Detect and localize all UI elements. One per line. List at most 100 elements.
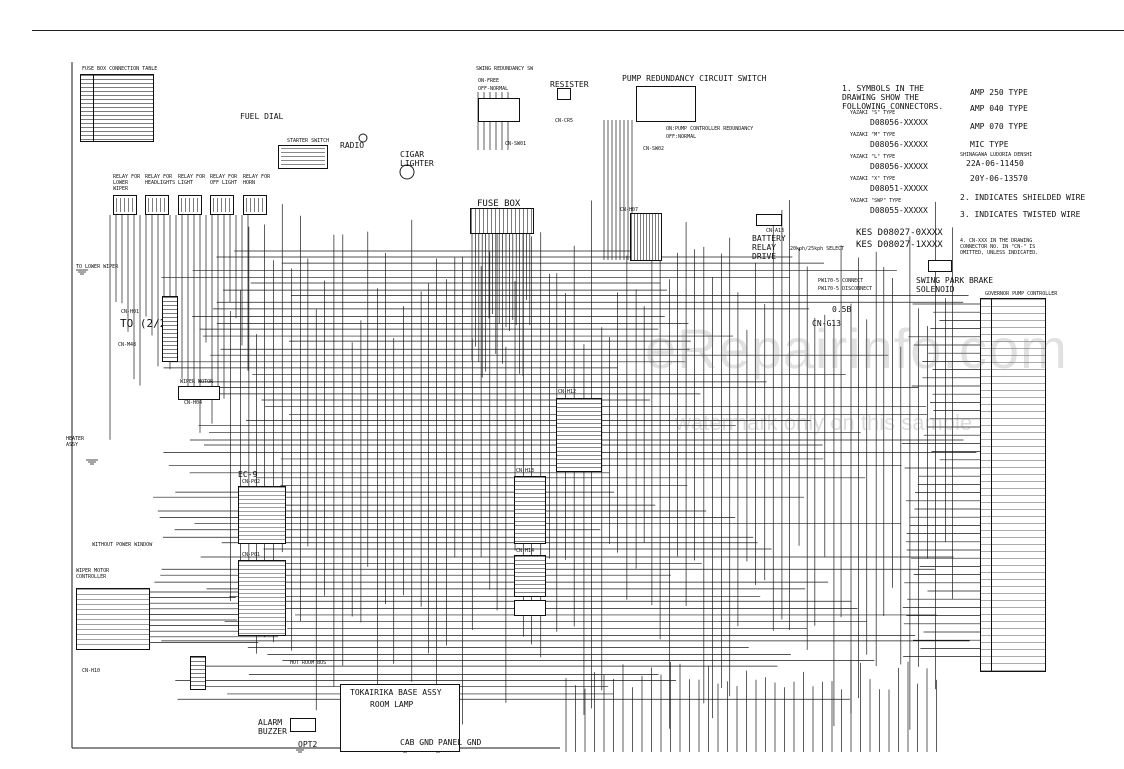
fuse-box-block <box>470 208 534 234</box>
starter-switch-label: STARTER SWITCH <box>287 138 330 144</box>
cab-gnd-label: CAB GND <box>400 738 434 747</box>
cn-h07-connector <box>630 213 662 261</box>
cn-h12-label: CN-H12 <box>558 389 577 395</box>
pump-redundancy-label: PUMP REDUNDANCY CIRCUIT SWITCH <box>622 74 767 83</box>
relay-block-3 <box>210 195 234 215</box>
cn-h04-label: CN-H04 <box>184 400 203 406</box>
wire-05b-label-1: 0.5B <box>832 305 852 314</box>
fuse-connection-table <box>80 74 154 142</box>
starter-switch-block <box>278 145 328 169</box>
pw-disconnect-label: PW170-5 DISCONNECT <box>818 286 873 292</box>
hot-room-bus-label: HOT ROOM BUS <box>290 660 327 666</box>
legend-type-maker-1: YAZAKI "M" TYPE <box>850 132 896 138</box>
cn-g13-label: CN-G13 <box>812 319 841 328</box>
cn-h14-label: CN-H14 <box>516 548 535 554</box>
on-free-label: ON-FREE <box>478 78 500 84</box>
on-pump-label: ON:PUMP CONTROLLER REDUNDANCY <box>666 126 754 132</box>
watermark-brand: eRepairinfo.com <box>645 317 1068 380</box>
watermark-note: watermark only on this sample <box>675 410 973 435</box>
relay-block-2 <box>178 195 202 215</box>
resister-block <box>557 88 571 100</box>
top-border-rule <box>32 30 1124 31</box>
cn-a13-label: CN-A13 <box>766 228 785 234</box>
legend-type-code-0: D08056-XXXXX <box>870 118 928 127</box>
legend-note2: 2. INDICATES SHIELDED WIRE <box>960 193 1086 202</box>
relay-label-2: RELAY FOR LIGHT <box>178 174 206 186</box>
off-normal2-label: OFF:NORMAL <box>666 134 697 140</box>
cn-h07-label: CN-H07 <box>620 207 639 213</box>
legend-amp250: AMP 250 TYPE <box>970 88 1028 97</box>
cigar-lighter-label: CIGAR LIGHTER <box>400 150 434 168</box>
cn-p01-connector <box>238 560 286 636</box>
legend-shinagawa-code: 22A-06-11450 <box>966 159 1024 168</box>
cn-h10-connector <box>190 656 206 690</box>
legend-note3: 3. INDICATES TWISTED WIRE <box>960 210 1081 219</box>
relay-block-0 <box>113 195 137 215</box>
relay-label-1: RELAY FOR HEADLIGHTS <box>145 174 176 186</box>
legend-shinagawa: SHINAGAWA LUDORIA DENSHI <box>960 152 1033 158</box>
legend-type-maker-4: YAZAKI "SWP" TYPE <box>850 198 902 204</box>
legend-type-maker-3: YAZAKI "X" TYPE <box>850 176 896 182</box>
fuse-table-title: FUSE BOX CONNECTION TABLE <box>82 66 158 72</box>
cn-m48-label: CN-M48 <box>118 342 137 348</box>
legend-kes2: KES D08027-1XXXX <box>856 240 943 250</box>
legend-type-code-4: D08055-XXXXX <box>870 206 928 215</box>
relay-block-1 <box>145 195 169 215</box>
wiper-controller-table <box>76 588 150 650</box>
alarm-buzzer-connector <box>290 718 316 732</box>
alarm-buzzer-label: ALARM BUZZER <box>258 718 287 736</box>
cn-h14-connector <box>514 555 546 597</box>
panel-gnd-label: PANEL GND <box>438 738 482 747</box>
relay-label-3: RELAY FOR OFF LIGHT <box>210 174 238 186</box>
fuse-box-label: FUSE BOX <box>477 199 521 209</box>
cn-h10-label: CN-H10 <box>82 668 101 674</box>
cn-cr5-label: CN-CR5 <box>555 118 574 124</box>
governor-pump-label: GOVERNOR PUMP CONTROLLER <box>985 291 1058 297</box>
legend-type-maker-0: YAZAKI "S" TYPE <box>850 110 896 116</box>
cn-h13-label: CN-H13 <box>516 468 535 474</box>
room-lamp-label: ROOM LAMP <box>370 700 414 709</box>
cn-h13-connector <box>514 476 546 544</box>
cn-p01-label: CN-P01 <box>242 552 261 558</box>
cn-p02-label: CN-P02 <box>242 479 261 485</box>
without-power-window-label: WITHOUT POWER WINDOW <box>92 542 153 548</box>
off-normal-label: OFF-NORMAL <box>478 86 509 92</box>
pw-connect-label: PW170-5 CONNECT <box>818 278 864 284</box>
pump-redundancy-switch <box>636 86 696 122</box>
cn-h12-connector <box>556 398 602 472</box>
swing-park-connector <box>928 260 952 272</box>
cn-h01-label: CN-H01 <box>121 309 140 315</box>
cn-h01-connector <box>162 296 178 362</box>
governor-pump-controller-table <box>980 298 1046 672</box>
ec9-label: EC-9 <box>238 470 258 479</box>
tokairika-base-assy-box <box>340 684 460 752</box>
battery-relay-drive-label: BATTERY RELAY DRIVE <box>752 234 786 261</box>
legend-amp040: AMP 040 TYPE <box>970 104 1028 113</box>
swing-redundancy-label: SWING REDUNDANCY SW <box>476 66 534 72</box>
relay-label-4: RELAY FOR HORN <box>243 174 271 186</box>
legend-20y-code: 20Y-06-13570 <box>970 174 1028 183</box>
legend-mic: MIC TYPE <box>970 140 1009 149</box>
legend-kes1: KES D08027-0XXXX <box>856 228 943 238</box>
cn-sw01-label: CN-SW01 <box>505 141 527 147</box>
legend-type-maker-2: YAZAKI "L" TYPE <box>850 154 896 160</box>
fuel-dial-label: FUEL DIAL <box>240 112 284 121</box>
cn-h14b-connector <box>514 600 546 616</box>
opt2-label: OPT2 <box>298 740 318 749</box>
wiper-motor-label: WIPER MOTOR <box>180 379 214 385</box>
legend-type-code-2: D08056-XXXXX <box>870 162 928 171</box>
select-label: 20kph/25kph SELECT <box>790 246 845 252</box>
relay-label-0: RELAY FOR LOWER WIPER <box>113 174 141 192</box>
wiper-motor-controller-label: WIPER MOTOR CONTROLLER <box>76 568 110 580</box>
resister-label: RESISTER <box>550 80 589 89</box>
legend-note4: 4. CN-XXX IN THE DRAWING CONNECTOR NO. I… <box>960 238 1039 256</box>
wiper-motor-block <box>178 386 220 400</box>
radio-label: RADIO <box>340 141 365 150</box>
legend-intro: 1. SYMBOLS IN THE DRAWING SHOW THE FOLLO… <box>842 84 944 111</box>
heater-assy-label: HEATER ASSY <box>66 436 85 448</box>
tokairika-label: TOKAIRIKA BASE ASSY <box>350 688 442 697</box>
legend-amp070: AMP 070 TYPE <box>970 122 1028 131</box>
legend-type-code-3: D08051-XXXXX <box>870 184 928 193</box>
to-lower-wiper-label: TO LOWER WIPER <box>76 264 119 270</box>
